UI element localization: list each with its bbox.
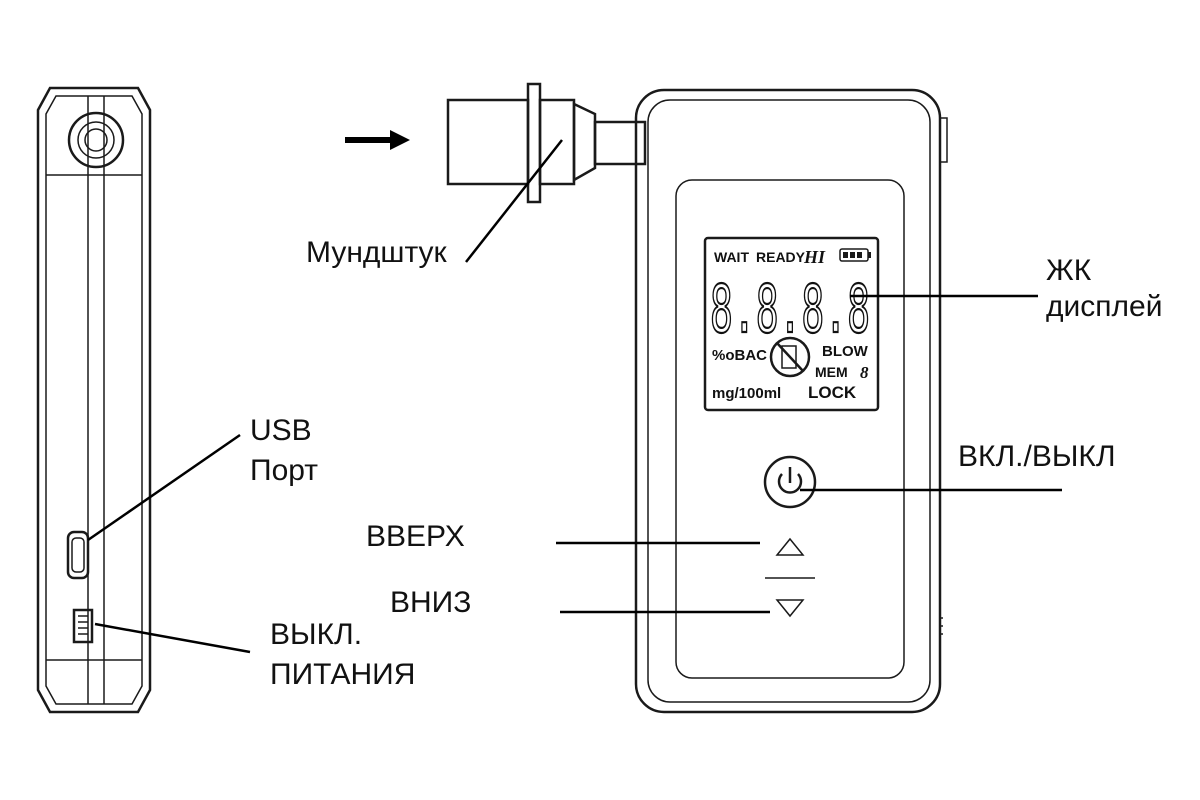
side-vent-icon bbox=[939, 617, 943, 635]
lcd-wait-label: WAIT bbox=[714, 249, 749, 265]
power-icon bbox=[777, 467, 803, 494]
lcd-digits: 8.8.8.8 bbox=[710, 271, 870, 348]
up-arrow-button[interactable] bbox=[775, 537, 805, 556]
usb-label-line1: USB bbox=[250, 414, 312, 447]
lcd-label-line2: дисплей bbox=[1046, 290, 1162, 323]
usb-label-line2: Порт bbox=[250, 454, 318, 487]
device-side-view bbox=[36, 86, 152, 714]
power-button-label: ВКЛ./ВЫКЛ bbox=[958, 440, 1116, 473]
down-label: ВНИЗ bbox=[390, 586, 471, 619]
lcd-blow-label: BLOW bbox=[822, 343, 869, 360]
power-switch-label-line1: ВЫКЛ. bbox=[270, 618, 362, 651]
insert-arrow-icon bbox=[345, 130, 410, 150]
mouthpiece-label: Мундштук bbox=[306, 236, 448, 269]
usb-leader-line bbox=[87, 433, 241, 542]
lcd-lock-label: LOCK bbox=[808, 383, 857, 402]
power-switch-leader-line bbox=[94, 622, 251, 654]
up-label: ВВЕРХ bbox=[366, 520, 465, 553]
battery-icon bbox=[839, 248, 871, 262]
lcd-unit-bac: %oBAC bbox=[712, 347, 767, 364]
lcd-mem-label: MEM bbox=[815, 364, 848, 380]
down-arrow-button[interactable] bbox=[775, 599, 805, 618]
lcd-label-line1: ЖК bbox=[1046, 254, 1092, 287]
usb-port bbox=[66, 530, 90, 580]
lcd-hi-label: HI bbox=[803, 247, 826, 267]
mouthpiece-leader-line bbox=[465, 139, 563, 263]
mouthpiece bbox=[446, 82, 647, 204]
device-front-view bbox=[634, 88, 948, 714]
lcd-display: WAIT READY HI 8.8.8.8 %oBAC BLOW MEM 8 m… bbox=[703, 236, 880, 412]
no-drink-icon bbox=[769, 336, 811, 378]
power-switch bbox=[72, 608, 94, 644]
lcd-unit-mg: mg/100ml bbox=[712, 385, 781, 402]
connector-circle-icon bbox=[67, 111, 125, 169]
lcd-mem-digit: 8 bbox=[860, 363, 869, 382]
power-switch-label-line2: ПИТАНИЯ bbox=[270, 658, 415, 691]
power-button[interactable] bbox=[763, 455, 817, 509]
lcd-ready-label: READY bbox=[756, 249, 806, 265]
